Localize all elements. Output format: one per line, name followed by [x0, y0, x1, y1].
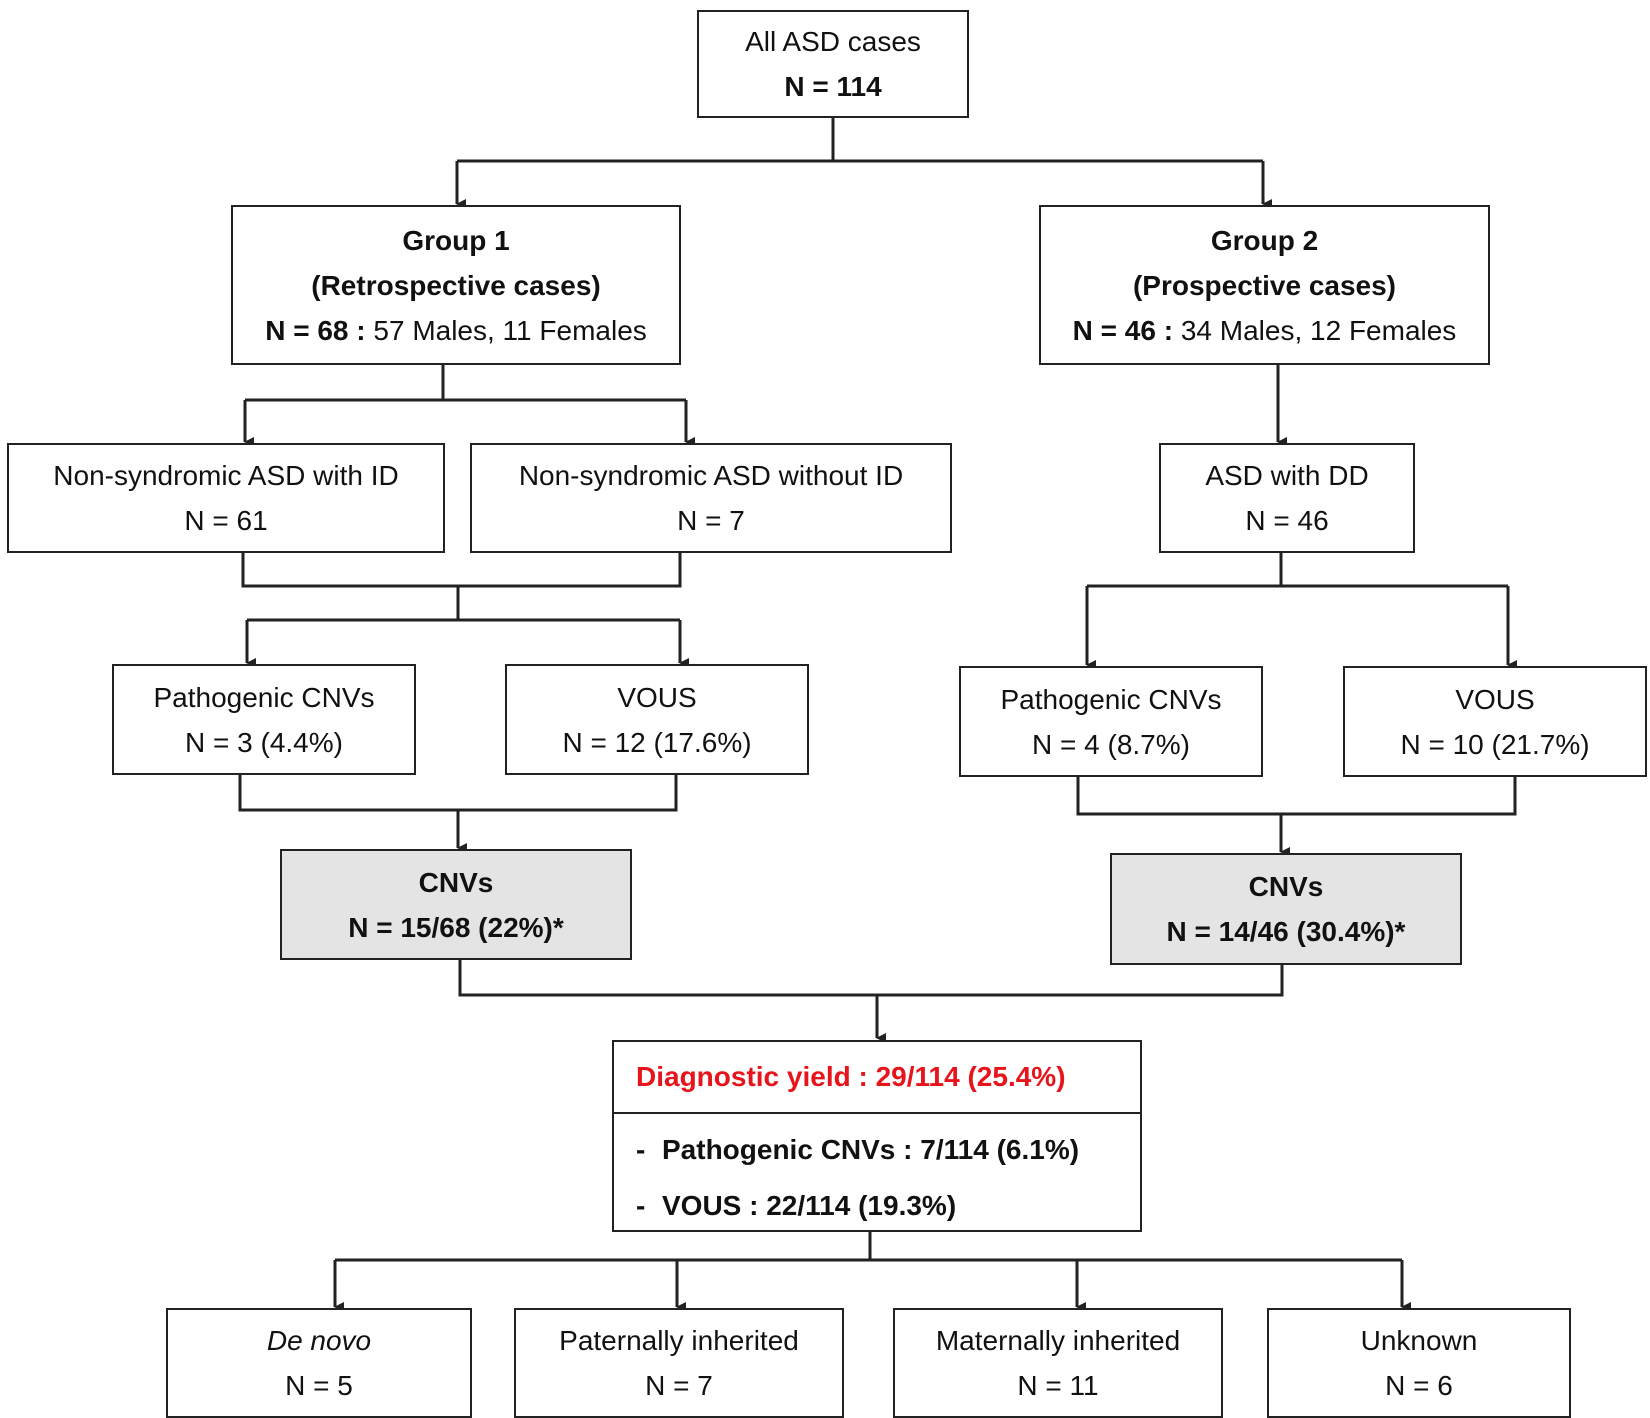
- g1-vous-count: N = 12 (17.6%): [562, 726, 752, 758]
- group1-count: N = 68 : 57 Males, 11 Females: [265, 308, 647, 353]
- g1-vous-node: VOUS N = 12 (17.6%): [505, 664, 809, 775]
- g1-pathogenic-node: Pathogenic CNVs N = 3 (4.4%): [112, 664, 416, 775]
- inheritance-unknown-node: Unknown N = 6: [1267, 1308, 1571, 1418]
- g2-pathogenic-node: Pathogenic CNVs N = 4 (8.7%): [959, 666, 1263, 777]
- g2-dd-node: ASD with DD N = 46: [1159, 443, 1415, 553]
- group1-title: Group 1: [402, 224, 510, 256]
- g2-cnvs-node: CNVs N = 14/46 (30.4%)*: [1110, 853, 1462, 965]
- yield-item-dash: -: [636, 1134, 646, 1165]
- g1-with-id-node: Non-syndromic ASD with ID N = 61: [7, 443, 445, 553]
- inheritance-count: N = 6: [1385, 1370, 1453, 1401]
- g2-cnvs-label: CNVs: [1248, 871, 1324, 902]
- g2-vous-count: N = 10 (21.7%): [1400, 728, 1590, 760]
- inheritance-label: Unknown: [1360, 1325, 1478, 1356]
- inheritance-paternal-node: Paternally inherited N = 7: [514, 1308, 844, 1418]
- root-node: All ASD cases N = 114: [697, 10, 969, 118]
- root-title: All ASD cases: [745, 26, 921, 57]
- group2-count-bold: N = 46 :: [1072, 314, 1174, 346]
- g1-cnvs-count: N = 15/68 (22%)*: [348, 911, 564, 943]
- inheritance-label: De novo: [266, 1325, 372, 1356]
- g1-vous-label: VOUS: [617, 681, 697, 713]
- group2-subtitle: (Prospective cases): [1132, 269, 1397, 301]
- g2-vous-node: VOUS N = 10 (21.7%): [1343, 666, 1647, 777]
- g1-with-id-count: N = 61: [184, 505, 268, 536]
- g1-without-id-node: Non-syndromic ASD without ID N = 7: [470, 443, 952, 553]
- g2-cnvs-count: N = 14/46 (30.4%)*: [1166, 916, 1406, 947]
- group2-count-rest: 34 Males, 12 Females: [1173, 314, 1457, 346]
- group1-count-rest: 57 Males, 11 Females: [365, 314, 647, 346]
- g1-pathogenic-count: N = 3 (4.4%): [185, 726, 343, 758]
- yield-item-dash: -: [636, 1190, 646, 1221]
- yield-item-text: VOUS : 22/114 (19.3%): [662, 1190, 957, 1221]
- group2-count: N = 46 : 34 Males, 12 Females: [1073, 308, 1457, 353]
- g2-pathogenic-label: Pathogenic CNVs: [1000, 683, 1222, 715]
- yield-item-text: Pathogenic CNVs : 7/114 (6.1%): [662, 1134, 1080, 1165]
- group1-subtitle: (Retrospective cases): [311, 269, 601, 301]
- g1-cnvs-label: CNVs: [418, 866, 494, 898]
- inheritance-label: Maternally inherited: [935, 1325, 1181, 1356]
- g2-vous-label: VOUS: [1455, 683, 1535, 715]
- group1-node: Group 1 (Retrospective cases) N = 68 : 5…: [231, 205, 681, 365]
- g1-with-id-label: Non-syndromic ASD with ID: [53, 460, 399, 491]
- g2-pathogenic-count: N = 4 (8.7%): [1032, 728, 1190, 760]
- inheritance-label: Paternally inherited: [559, 1325, 799, 1356]
- g1-cnvs-node: CNVs N = 15/68 (22%)*: [280, 849, 632, 960]
- inheritance-de-novo-node: De novo N = 5: [166, 1308, 472, 1418]
- g2-dd-count: N = 46: [1245, 505, 1329, 536]
- g1-without-id-count: N = 7: [677, 505, 745, 536]
- g1-without-id-label: Non-syndromic ASD without ID: [518, 460, 904, 491]
- inheritance-maternal-node: Maternally inherited N = 11: [893, 1308, 1223, 1418]
- g1-pathogenic-label: Pathogenic CNVs: [153, 681, 375, 713]
- inheritance-count: N = 11: [1017, 1370, 1099, 1401]
- group2-node: Group 2 (Prospective cases) N = 46 : 34 …: [1039, 205, 1490, 365]
- inheritance-count: N = 5: [285, 1370, 353, 1401]
- diagnostic-yield-headline: Diagnostic yield : 29/114 (25.4%): [614, 1042, 1140, 1114]
- group2-title: Group 2: [1210, 224, 1319, 256]
- root-count: N = 114: [784, 71, 882, 102]
- diagnostic-yield-node: Diagnostic yield : 29/114 (25.4%) - Path…: [612, 1040, 1142, 1232]
- group1-count-bold: N = 68 :: [265, 314, 366, 346]
- yield-item-pathogenic: - Pathogenic CNVs : 7/114 (6.1%): [614, 1122, 1140, 1178]
- yield-item-vous: - VOUS : 22/114 (19.3%): [614, 1178, 1140, 1234]
- g2-dd-label: ASD with DD: [1205, 460, 1369, 491]
- inheritance-count: N = 7: [645, 1370, 713, 1401]
